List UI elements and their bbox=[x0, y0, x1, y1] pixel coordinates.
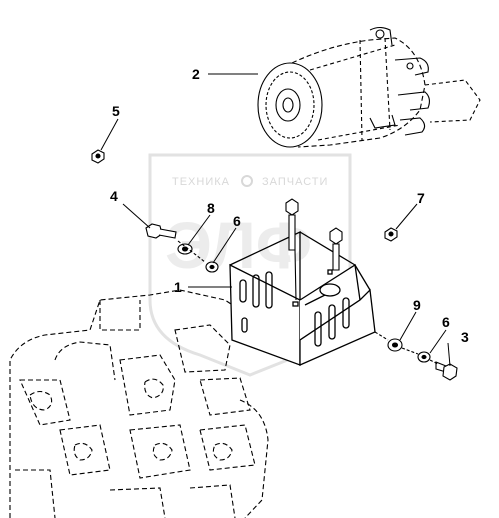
watermark-left-text: ТЕХНИКА bbox=[172, 176, 230, 188]
nuts-5-7 bbox=[91, 149, 398, 242]
compressor bbox=[257, 26, 481, 148]
mounting-bracket bbox=[229, 230, 376, 366]
engine-block bbox=[9, 289, 281, 518]
callout-1: 1 bbox=[174, 279, 182, 295]
right-fasteners bbox=[374, 331, 458, 381]
callout-6-right: 6 bbox=[442, 314, 450, 330]
callout-9: 9 bbox=[413, 297, 421, 313]
callout-4: 4 bbox=[110, 188, 118, 204]
callout-6-left: 6 bbox=[233, 213, 241, 229]
left-fasteners bbox=[145, 223, 219, 273]
callout-3: 3 bbox=[461, 329, 469, 345]
watermark-right-text: ЗАПЧАСТИ bbox=[262, 176, 328, 188]
leader-lines bbox=[100, 73, 451, 367]
callout-7: 7 bbox=[417, 190, 425, 206]
upper-bolts bbox=[285, 198, 343, 301]
callout-8: 8 bbox=[207, 200, 215, 216]
callouts: 1 2 3 4 5 6 6 7 8 9 bbox=[110, 66, 469, 345]
callout-2: 2 bbox=[192, 66, 200, 82]
callout-5: 5 bbox=[112, 103, 120, 119]
gear-icon bbox=[241, 175, 253, 187]
